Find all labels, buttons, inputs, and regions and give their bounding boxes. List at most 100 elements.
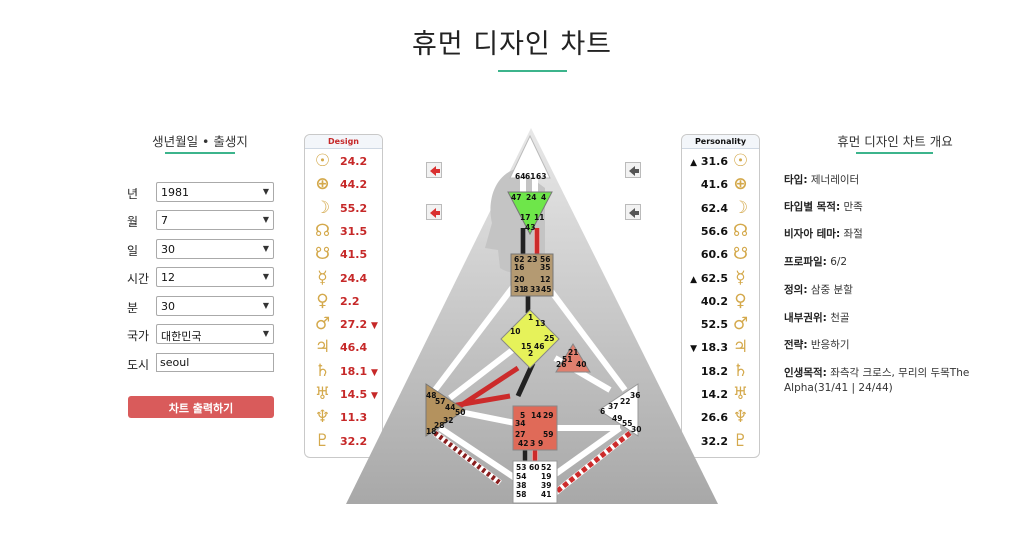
gate-label: 26: [556, 360, 566, 369]
moon-icon: ☽: [314, 197, 331, 218]
venus-icon: ♀: [316, 290, 329, 311]
venus-icon: ♀: [734, 290, 747, 311]
gate-label: 15: [521, 342, 531, 351]
arrow-indicator-icon: ▼: [690, 344, 698, 355]
design-row: ♀ 2.2: [305, 290, 384, 314]
gate-label: 22: [620, 397, 630, 406]
gate-label: 4: [541, 193, 546, 202]
chevron-down-icon: ▼: [262, 187, 269, 196]
minute-select[interactable]: 30▼: [156, 296, 274, 316]
personality-value: 52.5: [700, 318, 728, 332]
hour-row: 시간 12▼: [127, 267, 277, 289]
root-center: [512, 460, 558, 504]
month-select[interactable]: 7▼: [156, 210, 274, 230]
overview-key: 프로파일:: [784, 256, 827, 268]
neptune-icon: ♆: [314, 407, 331, 428]
personality-row: ☋ 60.6: [682, 245, 761, 267]
south-node-icon: ☋: [314, 244, 331, 265]
design-value: 44.2: [340, 178, 368, 192]
gate-label: 25: [544, 334, 554, 343]
gate-label: 29: [543, 411, 553, 420]
moon-icon: ☽: [732, 197, 749, 218]
gate-label: 32: [443, 416, 453, 425]
gate-label: 59: [543, 430, 553, 439]
gate-label: 18: [426, 427, 436, 436]
personality-value: 14.2: [700, 388, 728, 401]
g-center: [500, 309, 560, 369]
mars-icon: ♂: [732, 314, 749, 335]
country-label: 국가: [127, 329, 150, 343]
saturn-icon: ♄: [314, 360, 331, 381]
arrow-indicator-icon: ▼: [370, 391, 378, 401]
gate-label: 27: [515, 430, 525, 439]
chevron-down-icon: ▼: [262, 244, 269, 253]
month-row: 월 7▼: [127, 210, 277, 232]
ajna-center: [507, 191, 553, 236]
minute-label: 분: [127, 301, 139, 315]
print-chart-button[interactable]: 차트 출력하기: [128, 396, 274, 418]
design-value: 11.3: [340, 411, 368, 425]
design-row: ♃46.4: [305, 338, 384, 360]
city-input[interactable]: seoul: [156, 353, 274, 372]
design-arrow-button-1[interactable]: [426, 162, 442, 178]
design-value: 2.2: [340, 294, 360, 308]
gate-label: 55: [622, 419, 632, 428]
gate-label: 34: [515, 419, 525, 428]
overview-item: 비자아 테마: 좌절: [784, 227, 994, 242]
personality-row: ♇ 32.2: [682, 430, 761, 454]
city-row: 도시 seoul: [127, 353, 277, 375]
gate-label: 35: [540, 263, 550, 272]
design-row: ♅14.5 ▼: [305, 385, 384, 407]
personality-arrow-button-1[interactable]: [625, 162, 641, 178]
year-label: 년: [127, 187, 139, 201]
design-row: ♇32.2: [305, 431, 384, 454]
personality-row: ♄ 18.2: [682, 361, 761, 384]
personality-row: ⊕ 41.6: [682, 175, 761, 197]
gate-label: 43: [525, 223, 535, 232]
overview-item: 인생목적: 좌측각 크로스, 무리의 두목The Alpha(31/41 | 2…: [784, 366, 994, 396]
gate-label: 20: [514, 275, 524, 284]
country-select[interactable]: 대한민국▼: [156, 324, 274, 344]
overview-item: 타입별 목적: 만족: [784, 200, 994, 215]
gate-labels: 64 61 63 47 24 4 17 11 43 62 23 56 16 35…: [426, 172, 641, 499]
arrow-left-icon: [430, 166, 440, 176]
personality-arrow-button-2[interactable]: [625, 204, 641, 220]
day-select[interactable]: 30▼: [156, 239, 274, 259]
gate-label: 49: [612, 414, 622, 423]
uranus-icon: ♅: [732, 384, 749, 404]
form-heading-underline: [165, 152, 235, 154]
gate-label: 54: [516, 472, 526, 481]
gate-label: 19: [541, 472, 551, 481]
gate-label: 38: [516, 481, 526, 490]
sacral-center: [512, 405, 558, 451]
south-node-icon: ☋: [732, 244, 749, 265]
hour-select[interactable]: 12▼: [156, 267, 274, 287]
gate-label: 64: [515, 172, 525, 181]
design-row: ☊31.5: [305, 221, 384, 244]
north-node-icon: ☊: [732, 220, 749, 241]
pluto-icon: ♇: [732, 430, 749, 451]
year-select[interactable]: 1981▼: [156, 182, 274, 202]
overview-item: 전략: 반응하기: [784, 338, 994, 353]
mars-icon: ♂: [314, 314, 331, 335]
design-arrow-button-2[interactable]: [426, 204, 442, 220]
overview-key: 전략:: [784, 339, 808, 351]
design-value: 46.4: [340, 341, 368, 355]
gate-label: 13: [535, 319, 545, 328]
arrow-indicator-icon: ▲: [690, 274, 698, 285]
personality-value: 56.6: [700, 224, 728, 238]
design-value: 24.2: [340, 155, 368, 168]
day-label: 일: [127, 244, 139, 258]
design-row: ♄18.1 ▼: [305, 360, 384, 384]
overview-underline: [856, 152, 933, 154]
design-value: 41.5: [340, 248, 368, 262]
gate-label: 52: [541, 463, 551, 472]
gate-label: 14: [531, 411, 541, 420]
gate-label: 53: [516, 463, 526, 472]
gate-label: 46: [534, 342, 544, 351]
chevron-down-icon: ▼: [262, 215, 269, 224]
gate-label: 24: [526, 193, 536, 202]
design-row: ⊕44.2: [305, 175, 384, 197]
personality-value: 32.2: [700, 434, 728, 448]
gate-label: 33: [530, 285, 540, 294]
